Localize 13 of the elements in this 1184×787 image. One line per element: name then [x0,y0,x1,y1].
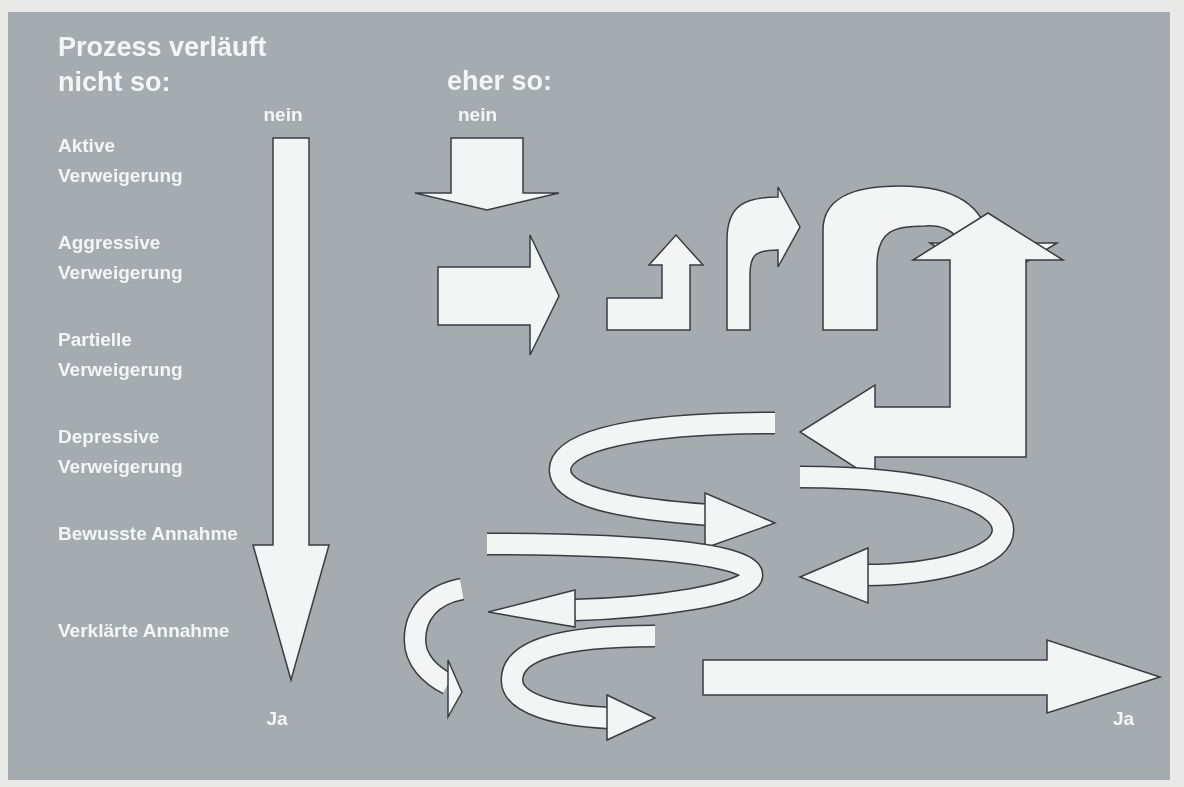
stage-label: Aggressive Verweigerung [58,231,184,285]
stage-label: Bewusste Annahme [58,522,238,546]
end-label: Ja [1113,708,1136,730]
heading: Prozess verläuft nicht so: [58,31,268,99]
axis-end-label: Ja [262,708,292,730]
block-arrow [252,137,330,683]
stage-label: Verklärte Annahme [58,619,231,643]
stage-label: Aktive Verweigerung [58,134,184,188]
stage-label: Partielle Verweigerung [58,328,184,382]
panel-heading: eher so: [447,65,554,98]
axis-end-label: nein [258,104,308,126]
stage-label: Depressive Verweigerung [58,425,184,479]
start-label: nein [458,104,499,126]
